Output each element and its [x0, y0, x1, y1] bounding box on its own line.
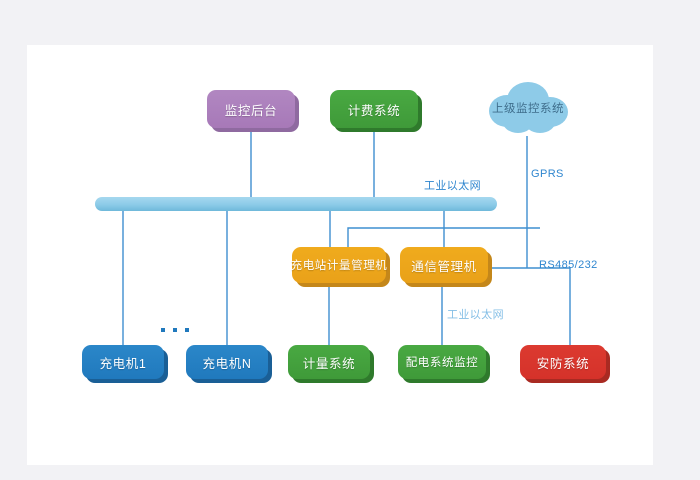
node-charger-n[interactable]: 充电机N [186, 345, 272, 383]
node-label: 通信管理机 [411, 259, 477, 274]
ellipsis-dot [185, 328, 189, 332]
upper-monitor-cloud-label: 上级监控系统 [492, 103, 564, 115]
ellipsis-dot [161, 328, 165, 332]
node-security-system[interactable]: 安防系统 [520, 345, 610, 383]
link-label-ethernet-top: 工业以太网 [424, 180, 481, 192]
node-label: 充电机N [202, 356, 252, 371]
node-label: 充电站计量管理机 [290, 260, 388, 272]
node-face [292, 247, 386, 283]
node-label: 计费系统 [347, 103, 401, 118]
node-power-distribution-monitor[interactable]: 配电系统监控 [398, 345, 490, 383]
node-station-meter-manager[interactable]: 充电站计量管理机 [290, 247, 390, 287]
node-label: 监控后台 [224, 103, 278, 118]
node-face [288, 345, 370, 379]
node-metering-system[interactable]: 计量系统 [288, 345, 374, 383]
node-monitor-backend[interactable]: 监控后台 [207, 90, 299, 132]
node-comm-manager[interactable]: 通信管理机 [400, 247, 492, 287]
node-label: 安防系统 [536, 356, 590, 371]
node-face [82, 345, 164, 379]
upper-monitor-cloud[interactable]: 上级监控系统 [482, 78, 574, 138]
node-face [400, 247, 488, 283]
link-label-gprs: GPRS [531, 168, 564, 180]
node-face [520, 345, 606, 379]
ellipsis-dot [173, 328, 177, 332]
link-station-meter-bridge [347, 227, 540, 247]
node-face [186, 345, 268, 379]
node-label: 充电机1 [99, 356, 147, 371]
link-label-rs485-232: RS485/232 [539, 259, 598, 271]
node-charger-1[interactable]: 充电机1 [82, 345, 168, 383]
industrial-ethernet-bus[interactable] [95, 197, 497, 211]
node-billing-system[interactable]: 计费系统 [330, 90, 422, 132]
cloud-icon [489, 82, 568, 133]
node-label: 配电系统监控 [405, 357, 479, 369]
node-face [207, 90, 295, 128]
node-face [330, 90, 418, 128]
charger-ellipsis [161, 328, 189, 332]
link-label-ethernet-bottom: 工业以太网 [447, 309, 504, 321]
link-comm-to-security [488, 267, 571, 345]
node-face [398, 345, 486, 379]
node-label: 计量系统 [302, 356, 356, 371]
